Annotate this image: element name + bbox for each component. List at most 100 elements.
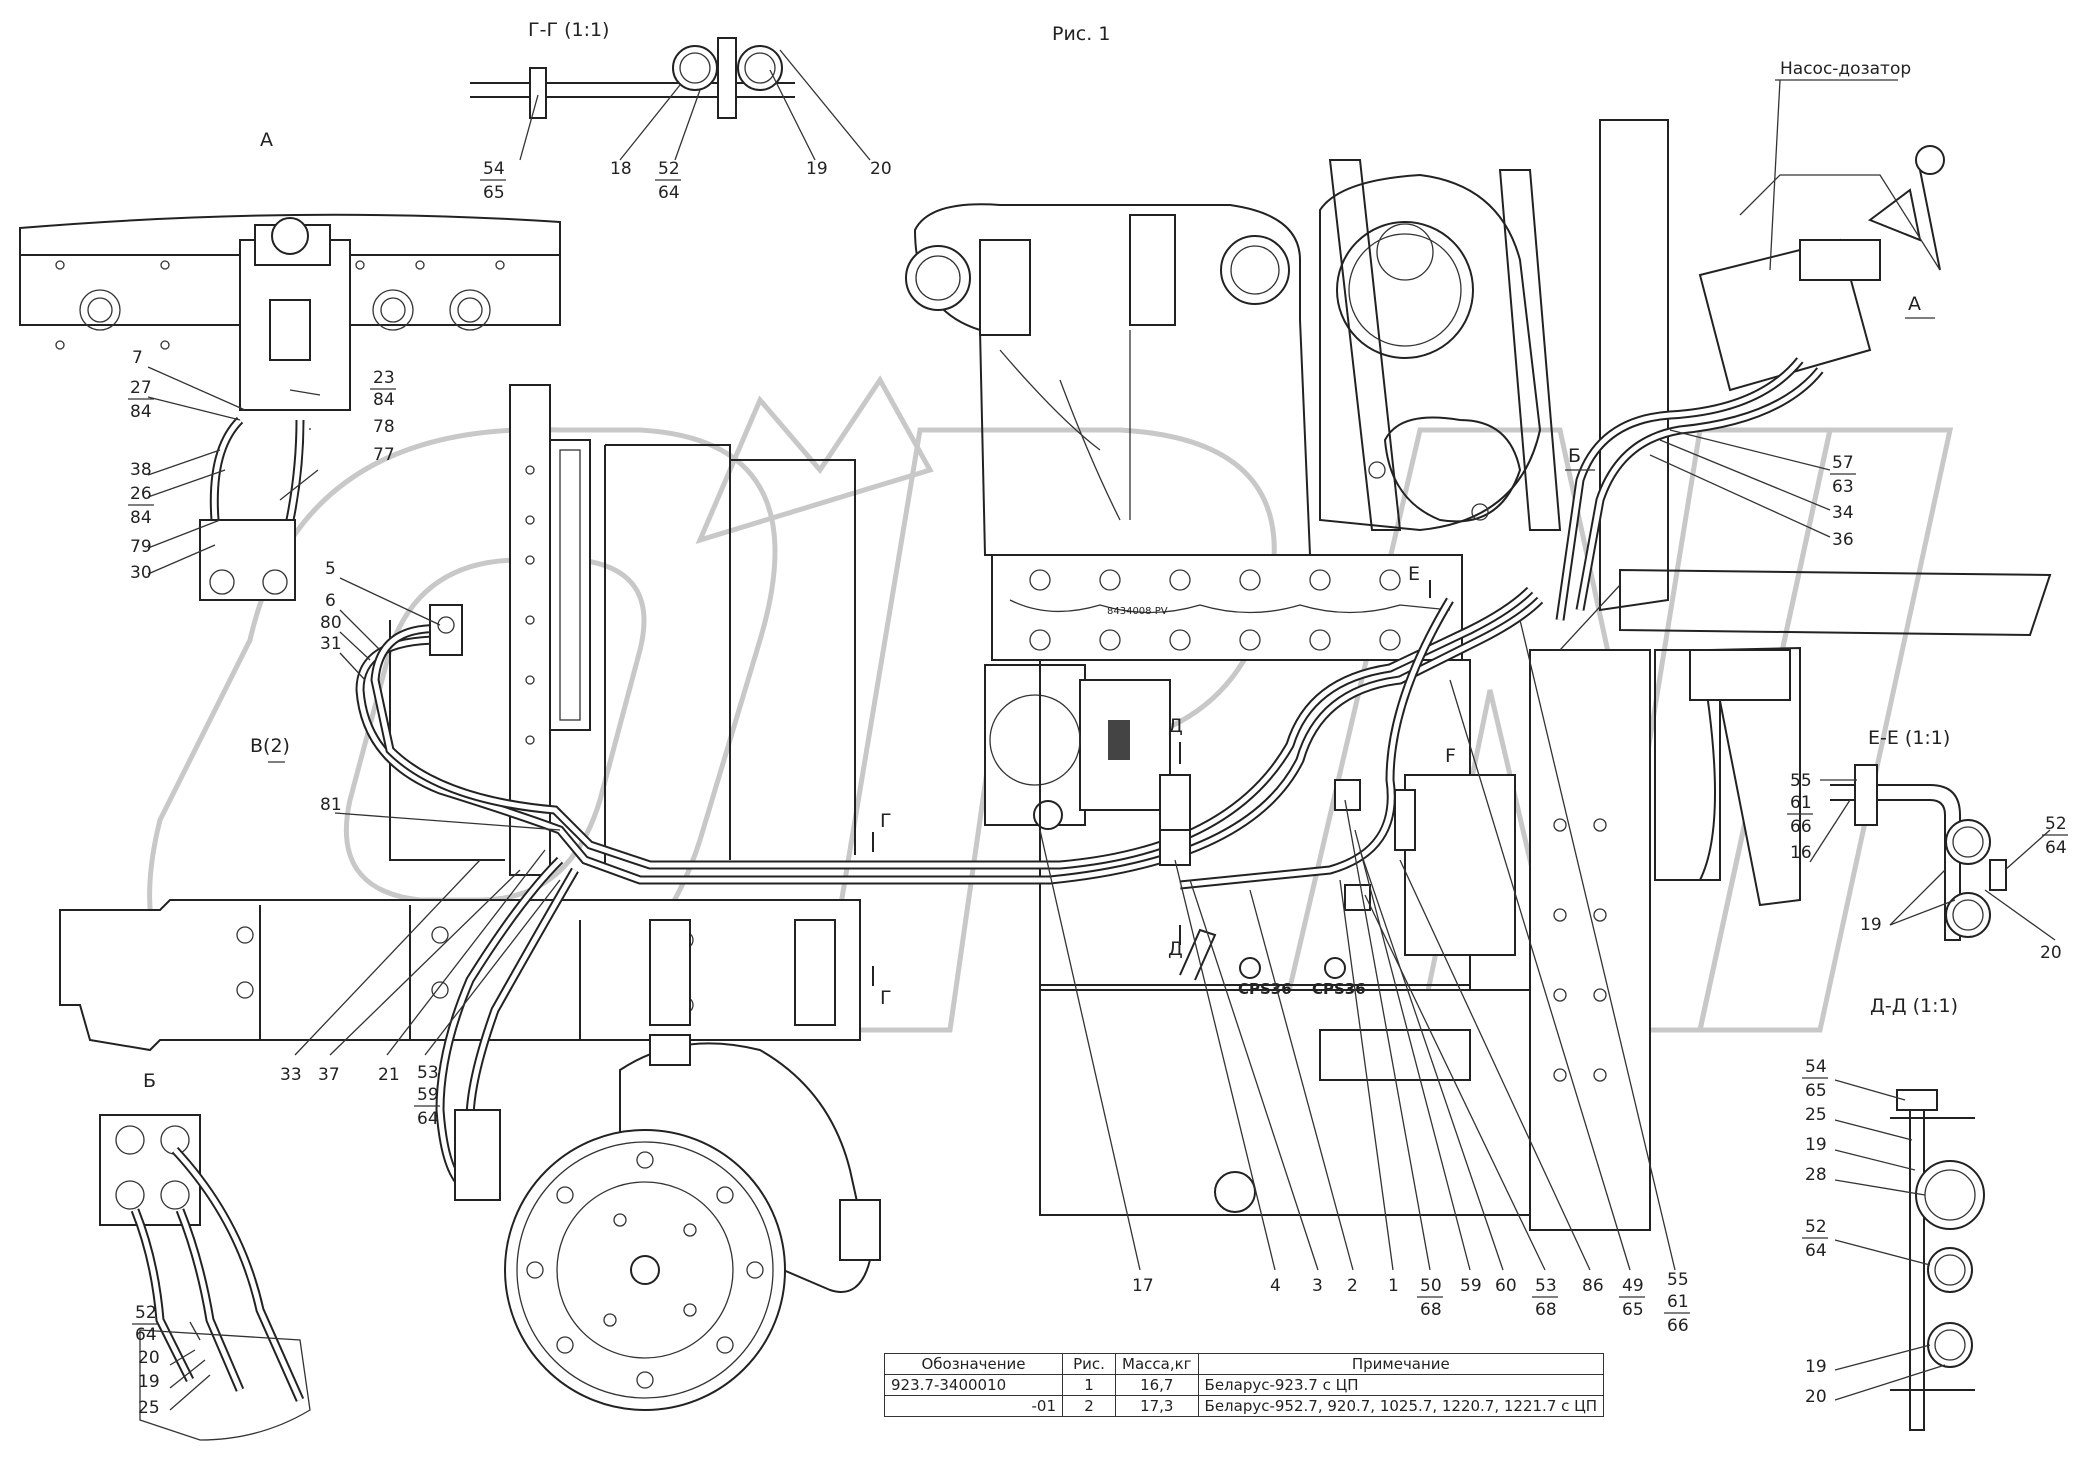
bottom-callouts: 33 37 21 53 59 64 17 4 3 2 1 50 68 59 60… <box>280 619 1690 1336</box>
section-e-e-title: Е-Е (1:1) <box>1868 727 1950 749</box>
callout: 19 <box>1860 915 1882 935</box>
callout: 20 <box>870 159 892 179</box>
cut-label: F <box>1445 745 1456 767</box>
spec-header: Примечание <box>1197 1353 1605 1375</box>
callout: 52 <box>1805 1217 1827 1237</box>
callout: 18 <box>610 159 632 179</box>
callout: 23 <box>373 368 395 388</box>
section-g-g-title: Г-Г (1:1) <box>528 19 609 41</box>
callout: 19 <box>1805 1357 1827 1377</box>
callout: 57 <box>1832 453 1854 473</box>
table-row: -01 2 17,3 Беларус-952.7, 920.7, 1025.7,… <box>884 1395 1605 1417</box>
cut-label: Г <box>880 810 892 832</box>
callout: 61 <box>1790 793 1812 813</box>
callout: 19 <box>1805 1135 1827 1155</box>
view-label: А <box>1908 293 1921 315</box>
callout: 25 <box>1805 1105 1827 1125</box>
callout: 78 <box>373 417 395 437</box>
spec-header: Обозначение <box>884 1353 1063 1375</box>
callout: 64 <box>135 1325 157 1345</box>
callout: 84 <box>130 508 152 528</box>
callout: 68 <box>1420 1300 1442 1320</box>
callout: 7 <box>132 348 143 368</box>
callout: 6 <box>325 591 336 611</box>
callout: 25 <box>138 1398 160 1418</box>
callout: 52 <box>2045 814 2067 834</box>
engine-block: 8434008 PV CPS36 CPS36 <box>905 159 1562 1216</box>
figure-caption: Рис. 1 <box>1052 23 1110 45</box>
callout: 20 <box>138 1348 160 1368</box>
callout: 36 <box>1832 530 1854 550</box>
spec-cell: -01 <box>884 1395 1063 1417</box>
callout: 2 <box>1347 1276 1358 1296</box>
callout: 33 <box>280 1065 302 1085</box>
callout: 1 <box>1388 1276 1399 1296</box>
callout: 52 <box>135 1303 157 1323</box>
spec-header: Масса,кг <box>1115 1353 1199 1375</box>
callout: 77 <box>373 445 395 465</box>
section-d-d: Д-Д (1:1) 54 65 25 19 28 52 64 19 20 <box>1802 995 1985 1431</box>
spec-cell: 2 <box>1062 1395 1116 1417</box>
callout: 59 <box>1460 1276 1482 1296</box>
callout: 64 <box>658 183 680 203</box>
cut-label: Д <box>1168 715 1183 737</box>
spec-cell: 1 <box>1062 1374 1116 1396</box>
callout: 31 <box>320 634 342 654</box>
callout: 65 <box>1622 1300 1644 1320</box>
callout: 16 <box>1790 843 1812 863</box>
section-d-d-title: Д-Д (1:1) <box>1870 995 1958 1017</box>
callout: 59 <box>417 1085 439 1105</box>
callout: 27 <box>130 378 152 398</box>
callout: 64 <box>1805 1241 1827 1261</box>
callout: 80 <box>320 613 342 633</box>
callout: 53 <box>1535 1276 1557 1296</box>
pump-plate-2: CPS36 <box>1312 980 1366 998</box>
callout: 60 <box>1495 1276 1517 1296</box>
left-callouts: 5 6 80 31 81 <box>320 559 561 831</box>
right-callouts: 57 63 34 36 <box>1649 429 1856 550</box>
callout: 17 <box>1132 1276 1154 1296</box>
callout: 20 <box>1805 1387 1827 1407</box>
callout: 50 <box>1420 1276 1442 1296</box>
callout: 65 <box>1805 1081 1827 1101</box>
callout: 64 <box>2045 838 2067 858</box>
callout: 38 <box>130 460 152 480</box>
callout: 63 <box>1832 477 1854 497</box>
callout: 54 <box>1805 1057 1827 1077</box>
callout: 4 <box>1270 1276 1281 1296</box>
spec-cell: Беларус-923.7 с ЦП <box>1197 1374 1605 1396</box>
callout: 81 <box>320 795 342 815</box>
cut-label: Г <box>880 987 892 1009</box>
callout: 66 <box>1667 1316 1689 1336</box>
callout: 68 <box>1535 1300 1557 1320</box>
callout: 37 <box>318 1065 340 1085</box>
callout: 34 <box>1832 503 1854 523</box>
spec-header: Рис. <box>1062 1353 1116 1375</box>
callout: 65 <box>483 183 505 203</box>
callout: 52 <box>658 159 680 179</box>
callout: 3 <box>1312 1276 1323 1296</box>
cut-markers: В(2) А Б Е F Д Д Г Г <box>250 293 1935 1009</box>
right-frame: Насос-дозатор <box>1529 59 2052 1231</box>
view-a: А 7 27 <box>19 129 561 601</box>
callout: 55 <box>1790 771 1812 791</box>
section-g-g: Г-Г (1:1) 54 65 18 52 64 19 20 <box>470 19 892 203</box>
callout: 28 <box>1805 1165 1827 1185</box>
callout: 5 <box>325 559 336 579</box>
callout: 84 <box>130 402 152 422</box>
callout: 21 <box>378 1065 400 1085</box>
view-label: В(2) <box>250 735 290 757</box>
left-frame <box>59 384 861 1052</box>
spec-header-row: Обозначение Рис. Масса,кг Примечание <box>884 1353 1605 1375</box>
cut-label: Е <box>1408 563 1420 585</box>
callout: 30 <box>130 563 152 583</box>
spec-cell: 16,7 <box>1115 1374 1199 1396</box>
pump-label: Насос-дозатор <box>1780 59 1911 79</box>
gearbox <box>454 1034 881 1411</box>
callout: 54 <box>483 159 505 179</box>
pump-plate-1: CPS36 <box>1238 980 1292 998</box>
callout: 84 <box>373 390 395 410</box>
callout: 26 <box>130 484 152 504</box>
callout: 19 <box>138 1372 160 1392</box>
view-label: Б <box>143 1070 156 1092</box>
